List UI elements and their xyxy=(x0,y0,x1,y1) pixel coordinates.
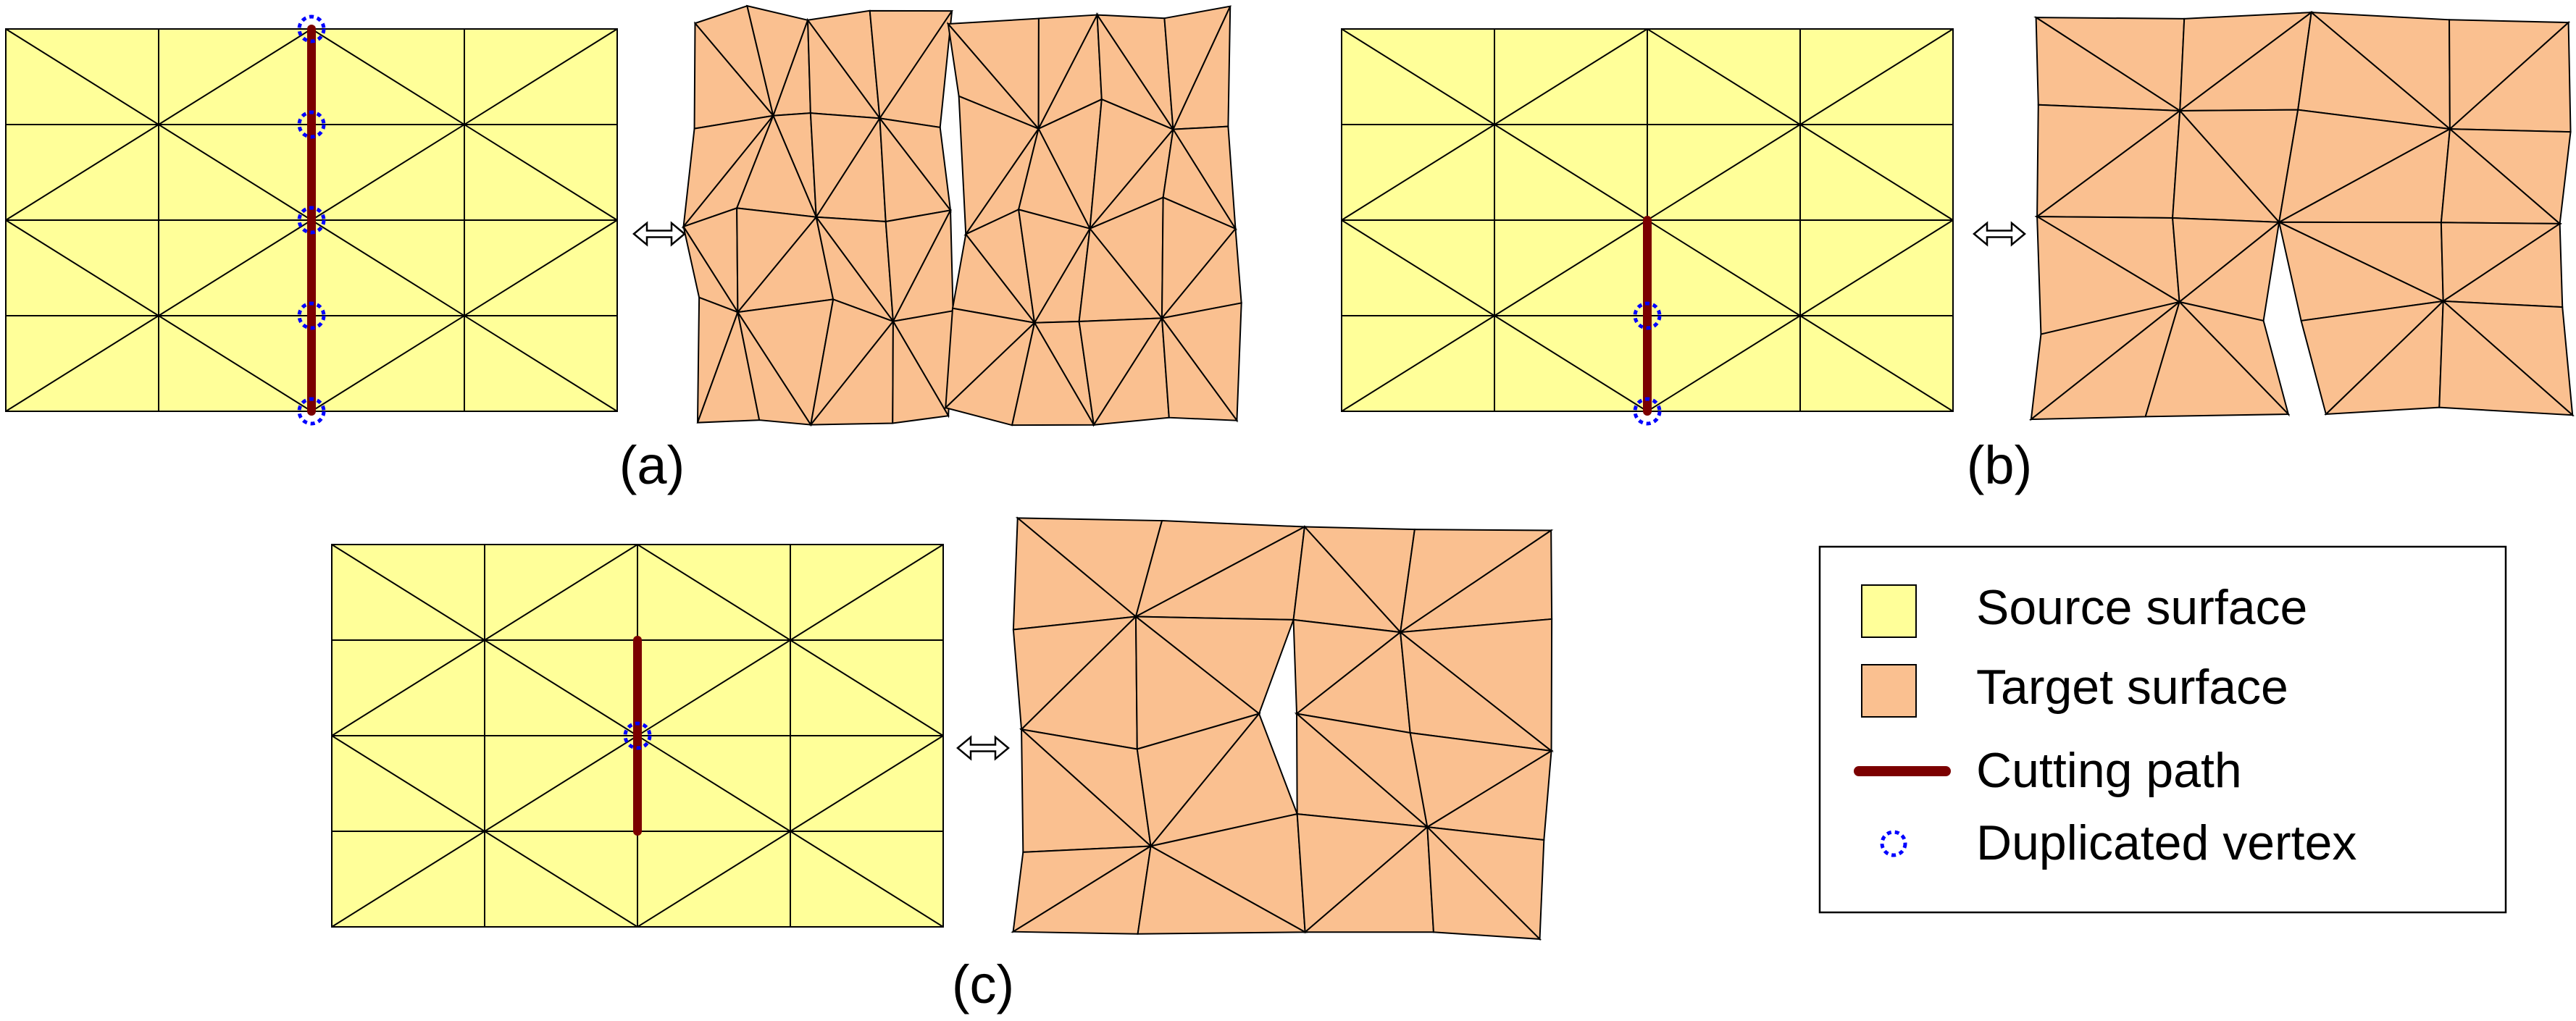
target-mesh-b xyxy=(2028,10,2575,421)
duplicated-vertex xyxy=(1633,397,1662,426)
duplicated-vertex xyxy=(297,110,326,139)
double-arrow-shape xyxy=(956,735,1010,761)
target-face xyxy=(737,311,813,426)
double-arrow-icon xyxy=(956,735,1010,761)
panel-label-b: (b) xyxy=(1967,435,2032,495)
mesh-edge xyxy=(331,735,638,928)
duplicated-vertex xyxy=(297,14,326,43)
legend-label-target: Target surface xyxy=(1976,660,2288,715)
source-swatch xyxy=(1861,584,1917,638)
mesh-edge xyxy=(1647,219,1954,412)
double-arrow-icon xyxy=(1973,221,2026,247)
mesh-edge xyxy=(1647,28,1954,221)
mesh-edge xyxy=(311,28,618,221)
target-mesh-a xyxy=(681,4,1242,427)
legend-label-dup: Duplicated vertex xyxy=(1976,815,2357,870)
duplicated-vertex xyxy=(297,206,326,235)
mesh-edge xyxy=(1341,219,1648,412)
panel-a: (a) xyxy=(5,4,1242,495)
target-face xyxy=(1137,844,1308,935)
target-face xyxy=(892,319,950,424)
legend: Source surface Target surface Cutting pa… xyxy=(1818,545,2507,914)
target-mesh-c xyxy=(1011,516,1555,941)
mesh-edge xyxy=(5,28,312,221)
mesh-edge xyxy=(637,544,944,736)
panel-label-a: (a) xyxy=(619,435,685,495)
duplicated-vertex xyxy=(623,721,652,750)
mesh-edge xyxy=(331,544,638,736)
source-mesh-a xyxy=(5,14,618,426)
legend-label-cut: Cutting path xyxy=(1976,743,2242,798)
target-face xyxy=(1161,315,1239,421)
target-swatch xyxy=(1861,664,1917,718)
double-arrow-icon xyxy=(632,221,686,247)
panel-c: (c) xyxy=(331,516,1555,1014)
mesh-edge xyxy=(311,219,618,412)
mesh-edge xyxy=(1341,28,1648,221)
legend-frame xyxy=(1818,545,2507,914)
duplicated-vertex xyxy=(1633,301,1662,330)
duplicated-vertex xyxy=(297,301,326,330)
double-arrow-shape xyxy=(632,221,686,247)
mesh-edge xyxy=(637,735,944,928)
target-face xyxy=(1426,825,1542,941)
target-face xyxy=(2438,299,2575,416)
duplicated-vertex xyxy=(297,397,326,426)
double-arrow-shape xyxy=(1973,221,2026,247)
legend-label-source: Source surface xyxy=(1976,580,2307,635)
panel-b: (b) xyxy=(1341,10,2575,495)
source-mesh-b xyxy=(1341,28,1954,426)
panel-label-c: (c) xyxy=(952,954,1014,1014)
target-face xyxy=(2144,301,2291,418)
dup-circle-swatch xyxy=(1880,830,1907,857)
target-face xyxy=(1011,321,1095,427)
mesh-edge xyxy=(5,219,312,412)
source-mesh-c xyxy=(331,544,944,928)
